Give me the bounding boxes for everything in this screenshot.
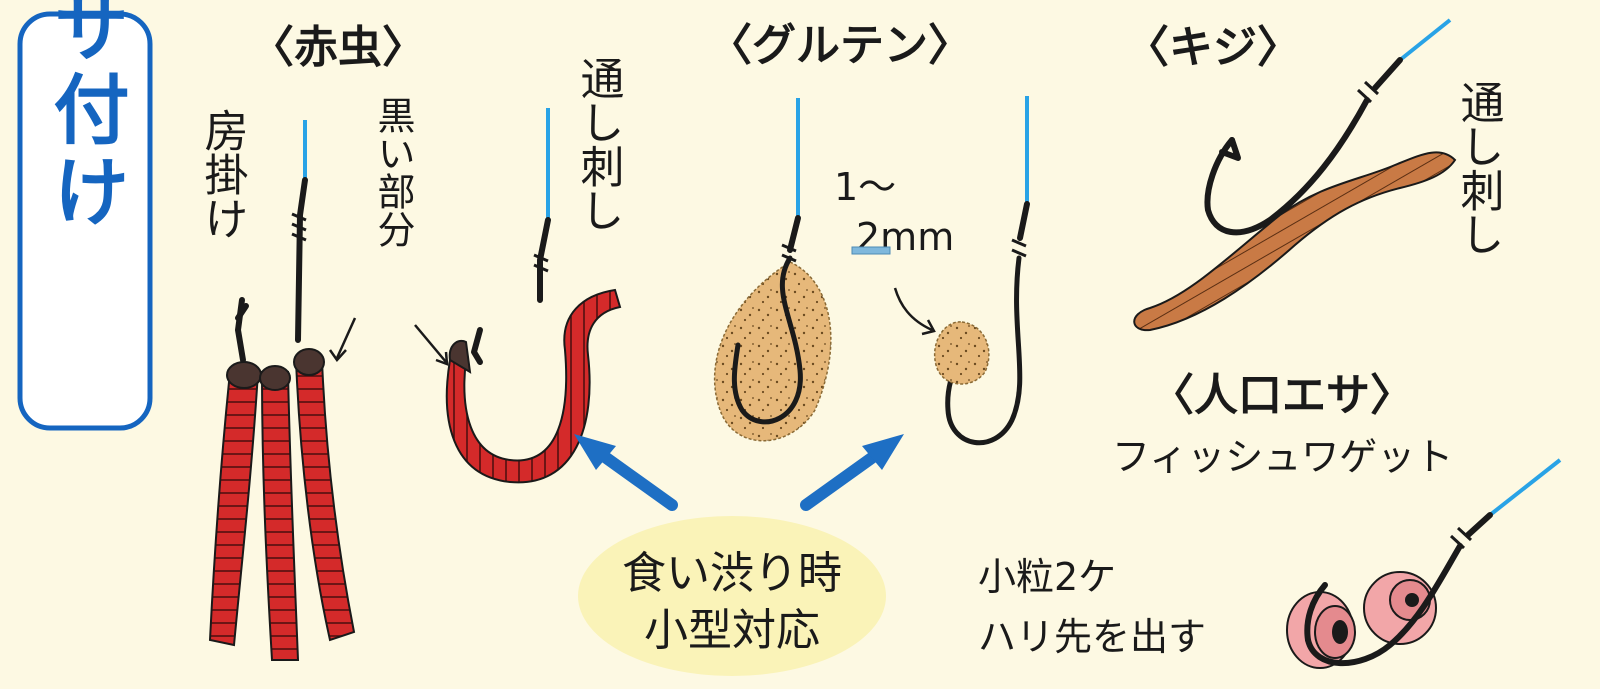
gluten-large-rig [713,98,832,442]
earthworm [1133,151,1457,332]
section-title-akamushi: 〈赤虫〉 [250,22,426,73]
akamushi-tooshi-rig [414,108,622,484]
label-kuishiburi-line1: 食い渋り時 [622,548,842,599]
label-kuishiburi-line2: 小型対応 [644,605,820,656]
label-tooshi-sashi-kiji: 通し刺し [1453,80,1504,256]
kiji-rig [1133,18,1457,332]
label-tooshi-sashi-akamushi: 通し刺し [573,56,624,232]
pellet-2 [1363,571,1437,645]
arrow-left [574,434,678,511]
label-fusakake: 房掛け [197,108,248,240]
fusakake-rig [208,120,357,661]
section-title-artificial: 〈人口エサ〉 [1150,370,1414,421]
highlight-bubble [578,516,886,676]
gluten-small-bait [934,321,990,385]
label-harisaki: ハリ先を出す [978,615,1206,659]
arrow-right [800,434,904,511]
label-kuroi-bubun: 黒い部分 [371,96,415,248]
gluten-small-rig [934,96,1030,446]
section-title-gluten: 〈グルテン〉 [708,20,972,71]
pellet-1 [1286,591,1356,669]
size-indicator [851,246,891,255]
label-size-line1: 1〜 [834,165,896,209]
page-title: エサ付け [41,0,130,234]
title-box: エサ付け [17,0,153,431]
bloodworm-bundle [208,348,356,661]
bloodworm-curved [445,288,622,484]
label-kotsubu: 小粒2ケ [978,555,1116,599]
gluten-large-bait [713,261,832,442]
label-fish-wagget: フィッシュワゲット [1112,435,1453,479]
artificial-rig [1286,458,1562,669]
section-title-kiji: 〈キジ〉 [1125,22,1301,73]
